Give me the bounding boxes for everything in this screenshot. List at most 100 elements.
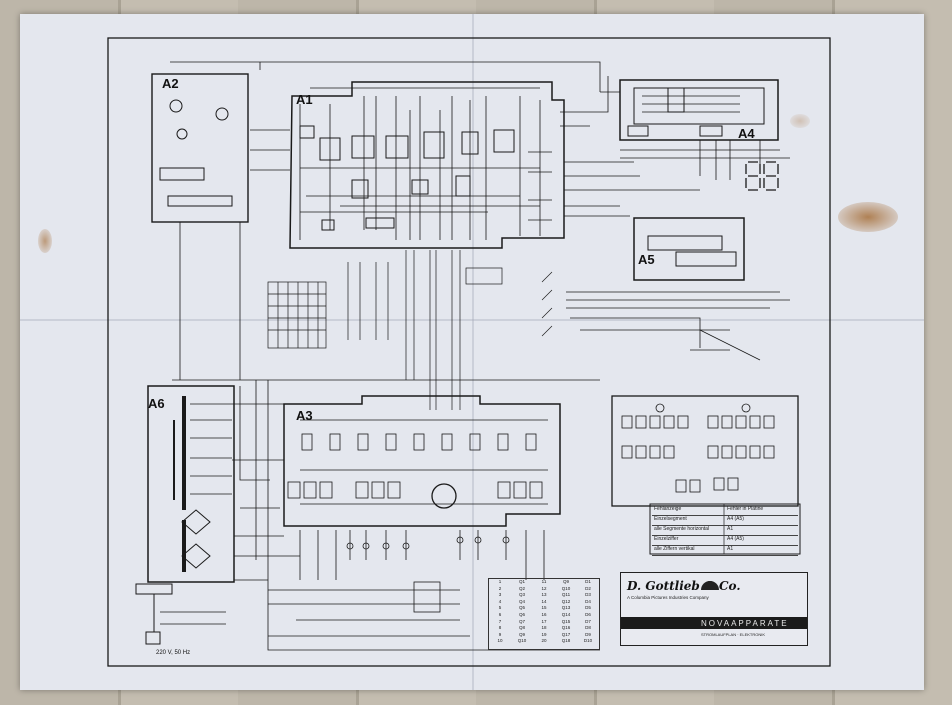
code-table-cell: 1 (498, 579, 502, 584)
code-table-cell: Q17 (561, 631, 571, 637)
code-table-cell: 15 (541, 605, 547, 611)
code-table-cell: 3 (498, 592, 502, 598)
display-frame (633, 87, 765, 125)
code-table-cell: Q2 (518, 585, 525, 591)
relay-coil (169, 99, 183, 113)
code-table-cell: 20 (541, 638, 547, 644)
code-table-row: 3 Q3 13 Q11 D3 (489, 592, 599, 599)
code-table-cell: 17 (541, 618, 547, 624)
connector (627, 125, 649, 137)
code-table-cell: 18 (541, 625, 547, 631)
code-table-cell: 9 (498, 631, 502, 637)
module-label-a3: A3 (296, 408, 313, 423)
chip (321, 219, 335, 231)
company-name: D. Gottlieb & Co. (627, 579, 741, 593)
code-table-cell: D9 (585, 631, 591, 637)
board-a3 (283, 395, 561, 527)
code-table-cell: Q5 (518, 605, 525, 611)
chip (455, 175, 471, 197)
code-table-cell: D8 (585, 625, 591, 631)
code-table-cell: 4 (498, 598, 502, 604)
code-table-cell: D7 (585, 618, 591, 624)
code-table-cell: Q8 (518, 625, 525, 631)
mains-plug (145, 631, 161, 645)
chip (299, 125, 315, 139)
code-table-cell: 16 (541, 611, 547, 617)
code-table-row: 4 Q4 14 Q12 D4 (489, 599, 599, 606)
series-bar (621, 617, 807, 629)
code-table-cell: Q13 (561, 605, 571, 611)
code-table-cell: D3 (585, 592, 591, 598)
code-table-cell: D10 (583, 638, 593, 644)
module-label-a5: A5 (638, 252, 655, 267)
water-stain (790, 114, 810, 128)
code-table-cell: Q14 (561, 611, 571, 617)
code-table-cell: Q12 (561, 598, 571, 604)
seven-segment-digit (667, 87, 685, 113)
module-label-a1: A1 (296, 92, 313, 107)
code-table-cell: D1 (585, 579, 591, 584)
code-table-cell: Q10 (561, 585, 571, 591)
code-table-cell: 19 (541, 631, 547, 637)
diagnostic-panel (611, 395, 799, 507)
module-label-a6: A6 (148, 396, 165, 411)
connector (675, 251, 737, 267)
board-a6 (147, 385, 235, 583)
board-a4 (619, 79, 779, 141)
module-label-a2: A2 (162, 76, 179, 91)
chip (351, 179, 369, 199)
power-transistor (431, 483, 457, 509)
company-subtitle: A Columbia Pictures Industries Company (627, 595, 709, 600)
code-table-cell: 14 (541, 598, 547, 604)
chip (423, 131, 445, 159)
code-table-cell: Q6 (518, 611, 525, 617)
code-table-cell: Q11 (561, 592, 571, 598)
display-frame (647, 235, 723, 251)
water-stain (38, 229, 52, 253)
switch-matrix (267, 281, 327, 349)
drawing-frame (107, 37, 831, 667)
code-table-cell: 13 (541, 592, 547, 598)
code-table-cell: D2 (585, 585, 591, 591)
fold-line-vertical (472, 14, 474, 690)
terminal-strip (167, 195, 233, 207)
board-a1 (289, 81, 565, 249)
chip (365, 217, 395, 229)
code-table-cell: 2 (498, 585, 502, 591)
chip (351, 135, 375, 159)
code-table-cell: Q4 (518, 598, 525, 604)
code-table-cell: 7 (498, 618, 502, 624)
code-table-cell: 5 (498, 605, 502, 611)
company-logo-icon (701, 581, 719, 590)
code-table-cell: Q15 (561, 618, 571, 624)
chip (493, 129, 515, 153)
chip (385, 135, 409, 159)
connector (699, 125, 723, 137)
board-a5 (633, 217, 745, 281)
code-table-cell: 8 (498, 625, 502, 631)
code-table-cell: Q18 (561, 638, 571, 644)
code-table-cell: 12 (541, 585, 547, 591)
code-table-cell: D4 (585, 598, 591, 604)
fuse-block (159, 167, 205, 181)
rectifier-bridge (181, 543, 211, 569)
module-label-a4: A4 (738, 126, 755, 141)
board-a2 (151, 73, 249, 223)
code-table-cell: Q3 (518, 592, 525, 598)
rectifier-bridge (181, 509, 211, 535)
fold-line-horizontal (20, 319, 924, 321)
code-table-row: 2 Q2 12 Q10 D2 (489, 586, 599, 593)
code-table-row: 7 Q7 17 Q15 D7 (489, 619, 599, 626)
code-table-cell: Q7 (518, 618, 525, 624)
relay-coil (215, 107, 229, 121)
